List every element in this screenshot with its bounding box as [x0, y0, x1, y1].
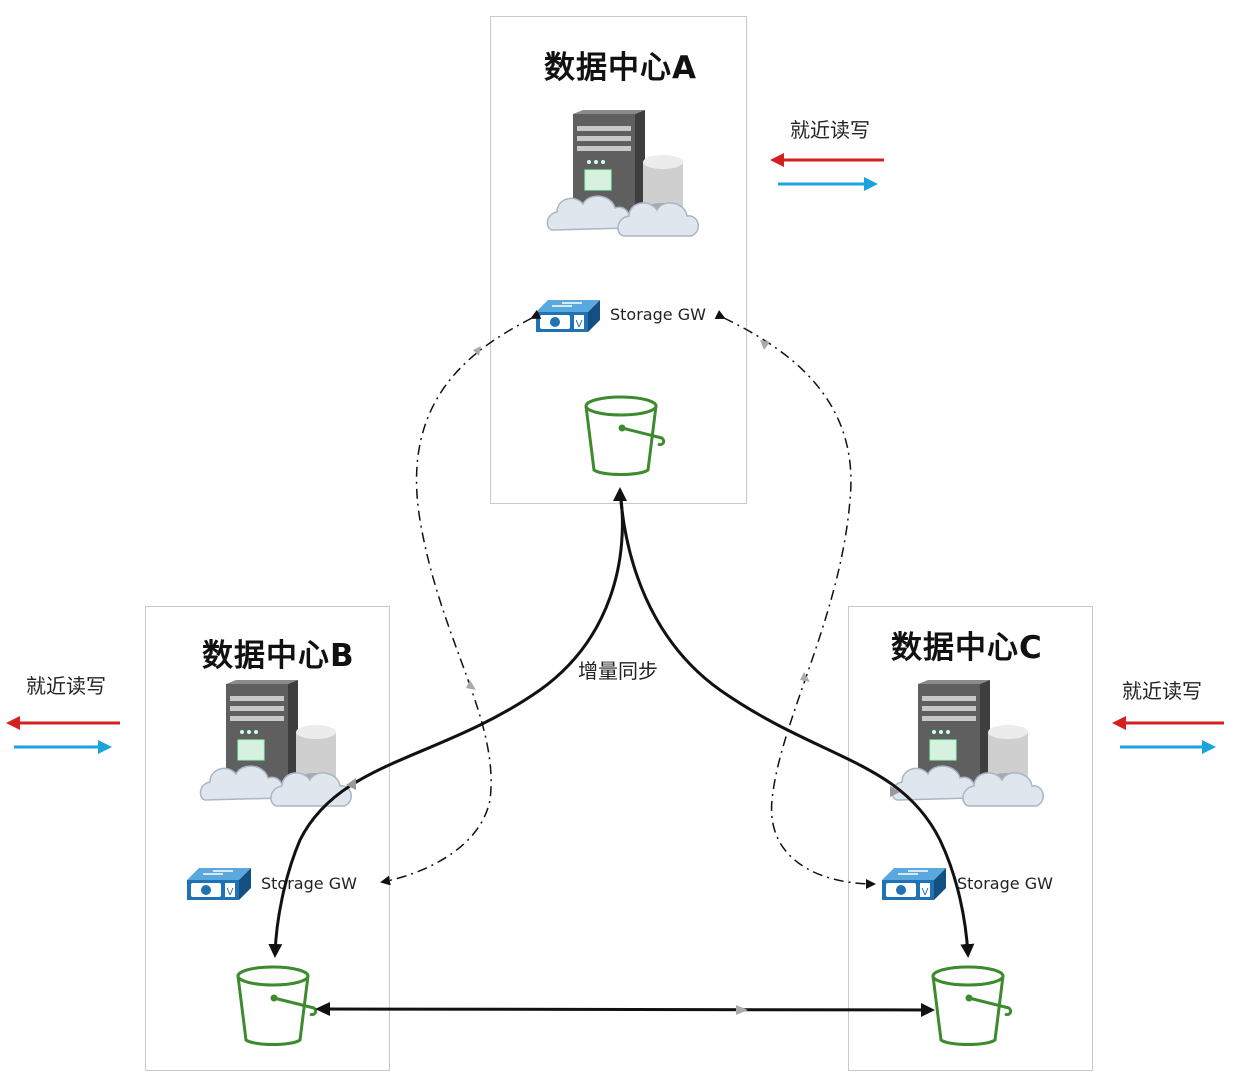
- storage-gateway-icon: V: [882, 868, 946, 900]
- bucket-icon: [236, 965, 318, 1046]
- sync-line-a-b: [268, 489, 624, 958]
- gateway-a-label: Storage GW: [610, 305, 706, 324]
- storage-gateway-icon: V: [187, 868, 251, 900]
- flow-marker: [760, 340, 770, 350]
- sync-line-a-c: [618, 489, 975, 958]
- datacenter-c-title: 数据中心C: [891, 630, 1043, 666]
- bucket-icon: [584, 395, 666, 476]
- svg-text:V: V: [922, 887, 929, 898]
- svg-text:V: V: [576, 319, 583, 330]
- bucket-icon: [931, 965, 1013, 1046]
- svg-text:V: V: [227, 887, 234, 898]
- datacenter-b-title: 数据中心B: [202, 638, 355, 674]
- access-label-a: 就近读写: [790, 118, 870, 142]
- flow-marker: [466, 680, 476, 690]
- sync-line-b-c: [319, 1002, 935, 1017]
- server-cloud-icon: [199, 680, 352, 807]
- gateway-link-a-c: [714, 310, 876, 889]
- server-cloud-icon: [891, 680, 1044, 807]
- sync-label: 增量同步: [578, 659, 658, 683]
- storage-gateway-icon: V: [536, 300, 600, 332]
- flow-marker: [890, 786, 900, 797]
- datacenter-a-title: 数据中心A: [544, 50, 697, 86]
- arrowhead-b: [315, 1002, 330, 1016]
- flow-marker: [346, 778, 356, 790]
- gateway-c-label: Storage GW: [957, 874, 1053, 893]
- flow-marker: [800, 672, 810, 682]
- flow-marker: [736, 1005, 748, 1015]
- gateway-link-a-b: [380, 309, 542, 886]
- access-label-c: 就近读写: [1122, 679, 1202, 703]
- flow-marker: [473, 346, 481, 356]
- server-cloud-icon: [546, 110, 699, 237]
- access-label-b: 就近读写: [26, 674, 106, 698]
